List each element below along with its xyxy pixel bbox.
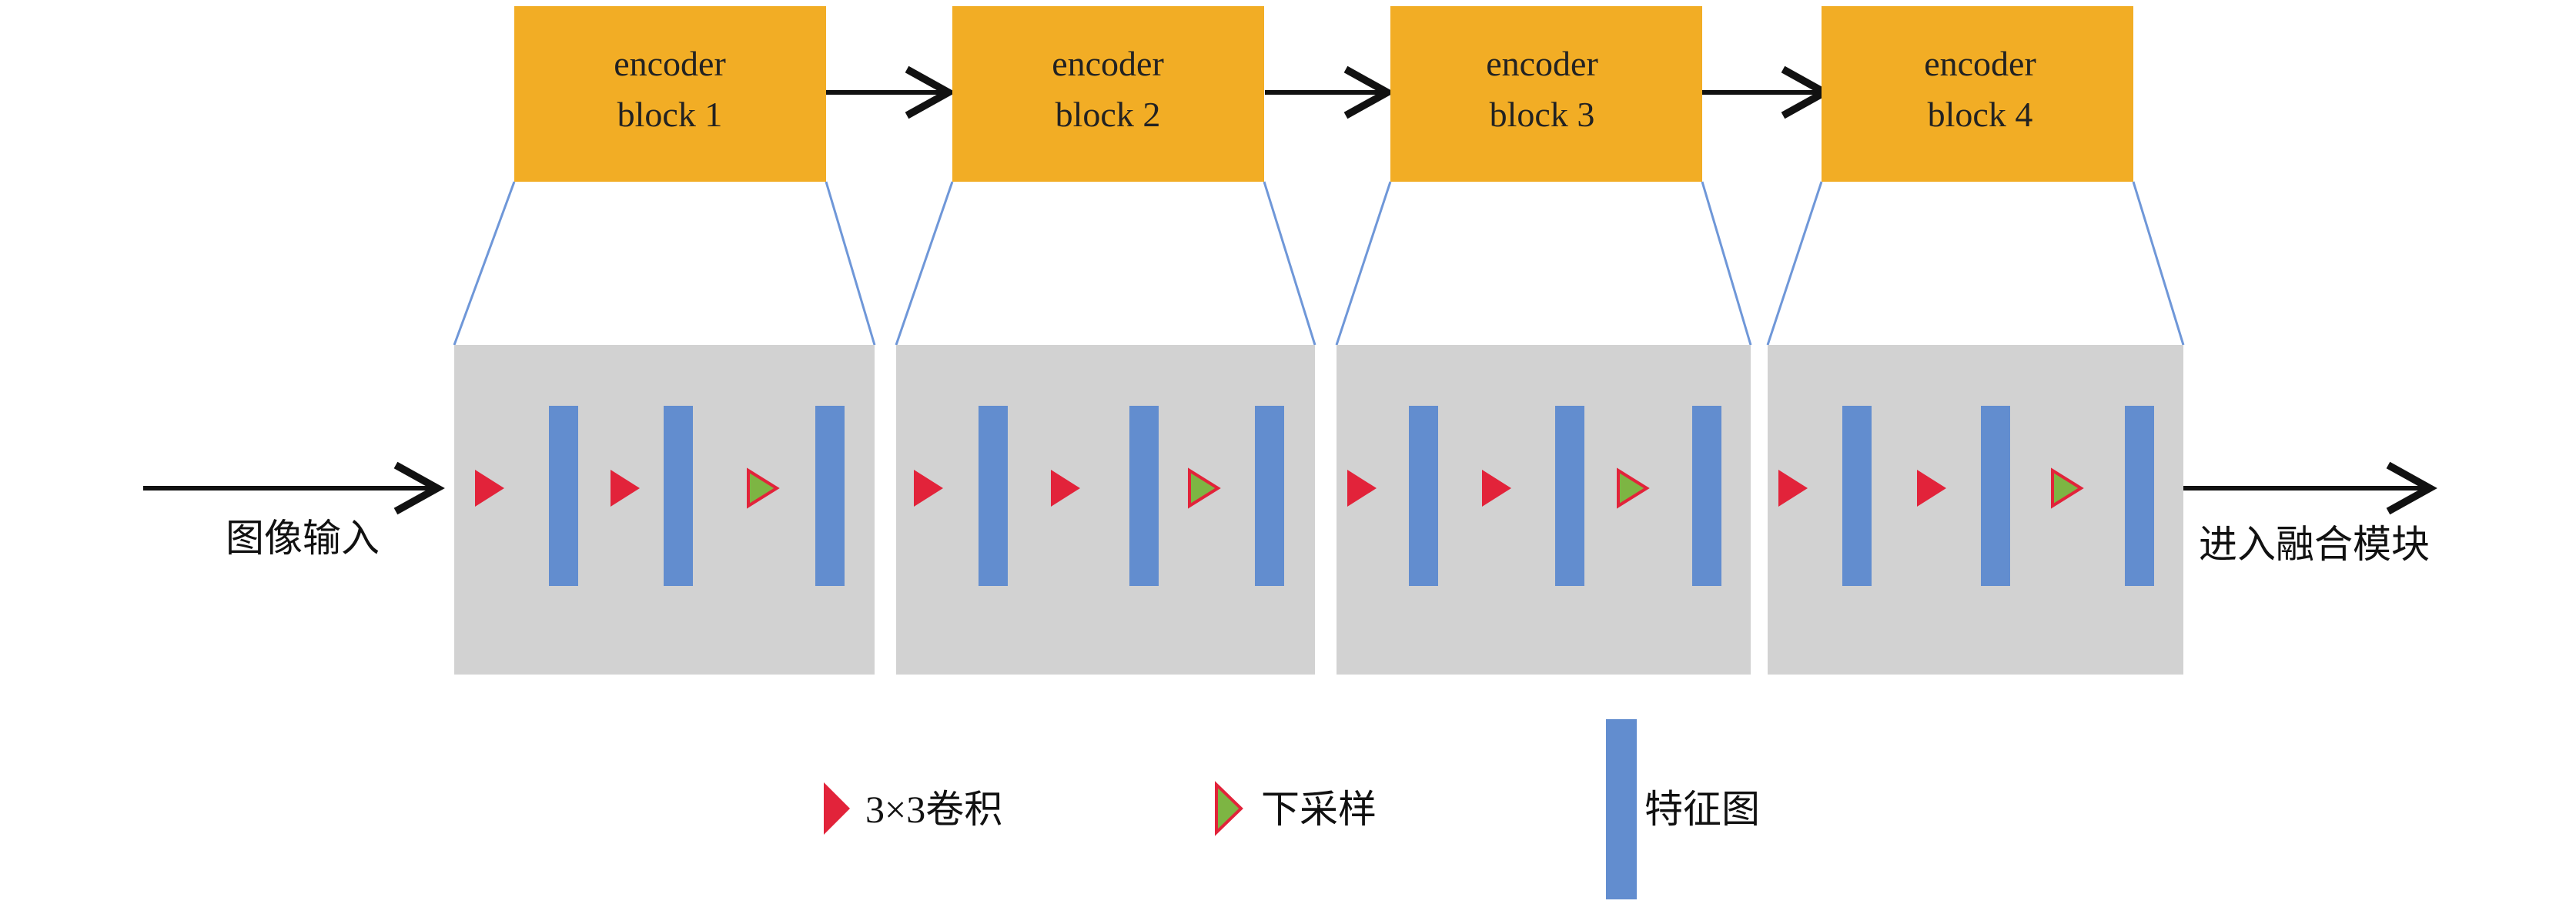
- conv-icon: [1917, 470, 1946, 507]
- detail-panel-3: [1337, 345, 1751, 675]
- downsample-icon: [1617, 467, 1650, 509]
- detail-panel-1: [454, 345, 875, 675]
- encoder-block-1-line1: encoder: [614, 44, 726, 83]
- encoder-block-2: encoder block 2: [952, 6, 1264, 182]
- input-label: 图像输入: [226, 517, 380, 560]
- conv-icon: [611, 470, 640, 507]
- connector-line: [1766, 181, 1823, 346]
- connector-line: [2132, 181, 2185, 346]
- detail-panel-4: [1768, 345, 2183, 675]
- encoder-block-4: encoder block 4: [1822, 6, 2133, 182]
- encoder-block-2-line1: encoder: [1052, 44, 1164, 83]
- feature-map-bar: [549, 406, 578, 586]
- downsample-icon: [747, 467, 780, 509]
- downsample-icon: [1215, 781, 1243, 836]
- encoder-block-4-line2: block 4: [1928, 95, 2033, 134]
- output-label: 进入融合模块: [2199, 523, 2430, 566]
- downsample-icon: [2051, 467, 2084, 509]
- encoder-block-3-line2: block 3: [1490, 95, 1595, 134]
- feature-map-bar: [1255, 406, 1284, 586]
- conv-icon: [914, 470, 943, 507]
- feature-map-bar: [1606, 719, 1637, 899]
- encoder-block-3-line1: encoder: [1486, 44, 1598, 83]
- feature-map-bar: [1981, 406, 2010, 586]
- conv-icon: [1778, 470, 1808, 507]
- feature-map-bar: [664, 406, 693, 586]
- legend-feature-map: 特征图: [1606, 719, 1760, 899]
- connector-line: [895, 181, 954, 346]
- connector-line: [825, 181, 876, 346]
- connector-line: [1263, 181, 1316, 346]
- encoder-block-3: encoder block 3: [1390, 6, 1702, 182]
- feature-map-bar: [1555, 406, 1584, 586]
- legend-feature-map-label: 特征图: [1644, 788, 1760, 831]
- legend-downsample: 下采样: [1215, 781, 1377, 836]
- encoder-block-1-line2: block 1: [617, 95, 723, 134]
- conv-icon: [475, 470, 504, 507]
- conv-icon: [1482, 470, 1511, 507]
- feature-map-bar: [979, 406, 1008, 586]
- zoom-connectors: [453, 181, 2185, 346]
- encoder-block-1: encoder block 1: [514, 6, 826, 182]
- feature-map-bar: [1129, 406, 1159, 586]
- feature-map-bar: [1409, 406, 1438, 586]
- encoder-block-4-line1: encoder: [1924, 44, 2036, 83]
- connector-line: [453, 181, 516, 346]
- feature-map-bar: [1842, 406, 1872, 586]
- connector-line: [1701, 181, 1752, 346]
- legend: 3×3卷积 下采样 特征图: [824, 719, 1760, 899]
- feature-map-bar: [1692, 406, 1721, 586]
- legend-conv: 3×3卷积: [824, 782, 1002, 835]
- downsample-icon: [1188, 467, 1221, 509]
- feature-map-bar: [2125, 406, 2154, 586]
- connector-line: [1335, 181, 1392, 346]
- conv-icon: [824, 782, 850, 835]
- conv-icon: [1347, 470, 1377, 507]
- legend-downsample-label: 下采样: [1261, 788, 1377, 831]
- conv-icon: [1051, 470, 1080, 507]
- detail-panel-2: [896, 345, 1315, 675]
- legend-conv-label: 3×3卷积: [865, 788, 1002, 831]
- feature-map-bar: [815, 406, 845, 586]
- encoder-block-2-line2: block 2: [1055, 95, 1161, 134]
